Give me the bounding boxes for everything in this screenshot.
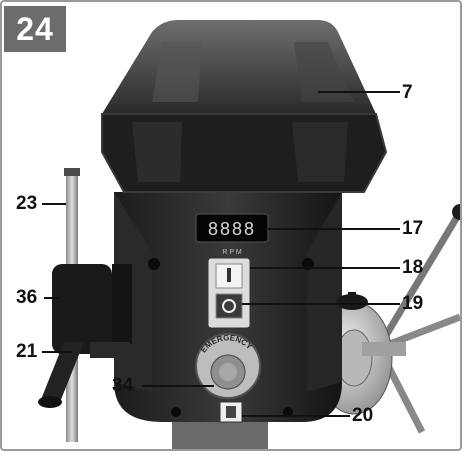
- feed-handle-upper: [378, 210, 464, 344]
- emergency-button-center: [219, 363, 237, 381]
- depth-lock-lever[interactable]: [40, 342, 84, 402]
- screw-hole: [171, 407, 181, 417]
- callout-7: 7: [402, 82, 413, 103]
- screw-hole: [283, 407, 293, 417]
- cover-rib: [294, 42, 354, 102]
- screw-hole: [148, 258, 160, 270]
- off-button[interactable]: [215, 293, 243, 319]
- cover-rib: [152, 42, 202, 102]
- off-symbol-icon: [222, 299, 236, 313]
- depth-stop-clamp: [52, 264, 112, 354]
- rpm-digits: 8888: [208, 219, 256, 239]
- on-symbol-icon: [227, 268, 231, 282]
- callout-20: 20: [352, 405, 374, 426]
- callout-17: 17: [402, 218, 424, 239]
- clamp-bracket: [112, 264, 132, 344]
- housing-facet: [132, 122, 182, 182]
- callout-21: 21: [16, 341, 38, 362]
- lock-knob-stem: [348, 292, 356, 304]
- callout-19: 19: [402, 293, 424, 314]
- leader-lines: [42, 91, 400, 417]
- callout-18: 18: [402, 257, 424, 278]
- callout-23: 23: [16, 193, 38, 214]
- rpm-unit-label: R P M: [222, 249, 241, 256]
- drill-press-illustration: 8888 R P M EMERGENCY: [38, 20, 466, 449]
- body-right-bevel: [307, 192, 342, 392]
- lever-grip: [38, 396, 62, 408]
- callout-34: 34: [112, 375, 134, 396]
- depth-lock-bolt: [90, 342, 130, 358]
- housing-facet: [292, 122, 348, 182]
- drill-press-photo: 8888 R P M EMERGENCY: [2, 2, 466, 449]
- figure-number-badge: 24: [4, 6, 66, 52]
- figure-frame: [0, 0, 462, 451]
- key-switch-slot: [226, 406, 236, 418]
- rod-cap: [64, 168, 80, 176]
- feed-hub-collar: [362, 342, 406, 356]
- callout-36: 36: [16, 287, 38, 308]
